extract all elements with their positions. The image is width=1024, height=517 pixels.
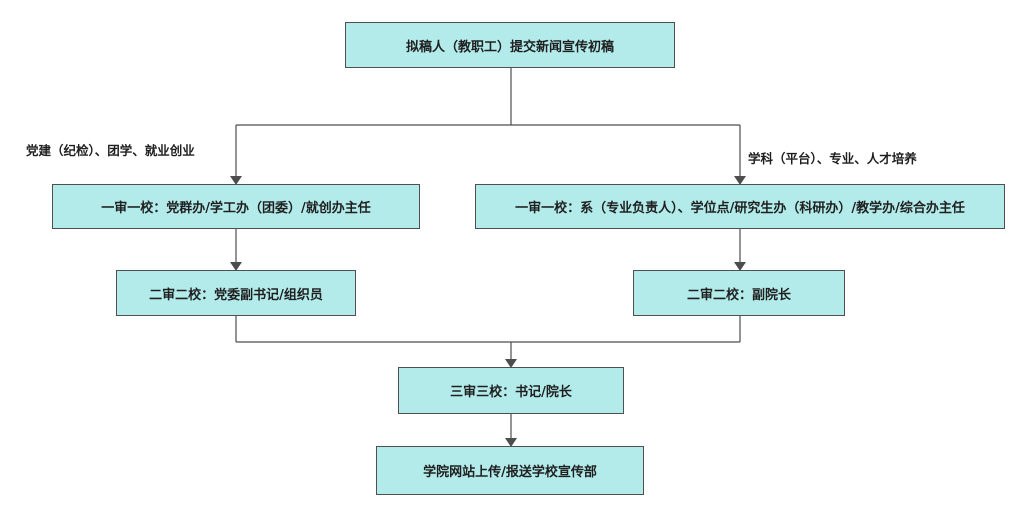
arrow-head xyxy=(505,359,517,368)
left-first-review-box: 一审一校：党群办/学工办（团委）/就创办主任 xyxy=(52,184,420,229)
right-first-review-box: 一审一校：系（专业负责人）、学位点/研究生办（科研办）/教学办/综合办主任 xyxy=(475,184,1005,229)
submit-draft-box: 拟稿人（教职工）提交新闻宣传初稿 xyxy=(345,22,675,68)
arrow-head xyxy=(734,176,746,185)
left-second-review-box: 二审二校：党委副书记/组织员 xyxy=(116,270,356,316)
left-branch-label: 党建（纪检）、团学、就业创业 xyxy=(26,143,195,158)
publish-box: 学院网站上传/报送学校宣传部 xyxy=(376,446,644,495)
arrow-head xyxy=(230,262,242,271)
right-second-review-box: 二审二校：副院长 xyxy=(633,270,845,316)
right-branch-label: 学科（平台）、专业、人才培养 xyxy=(748,151,917,166)
arrow-head xyxy=(505,438,517,447)
arrow-head xyxy=(734,262,746,271)
arrow-head xyxy=(230,176,242,185)
third-review-box: 三审三校：书记/院长 xyxy=(398,367,624,414)
